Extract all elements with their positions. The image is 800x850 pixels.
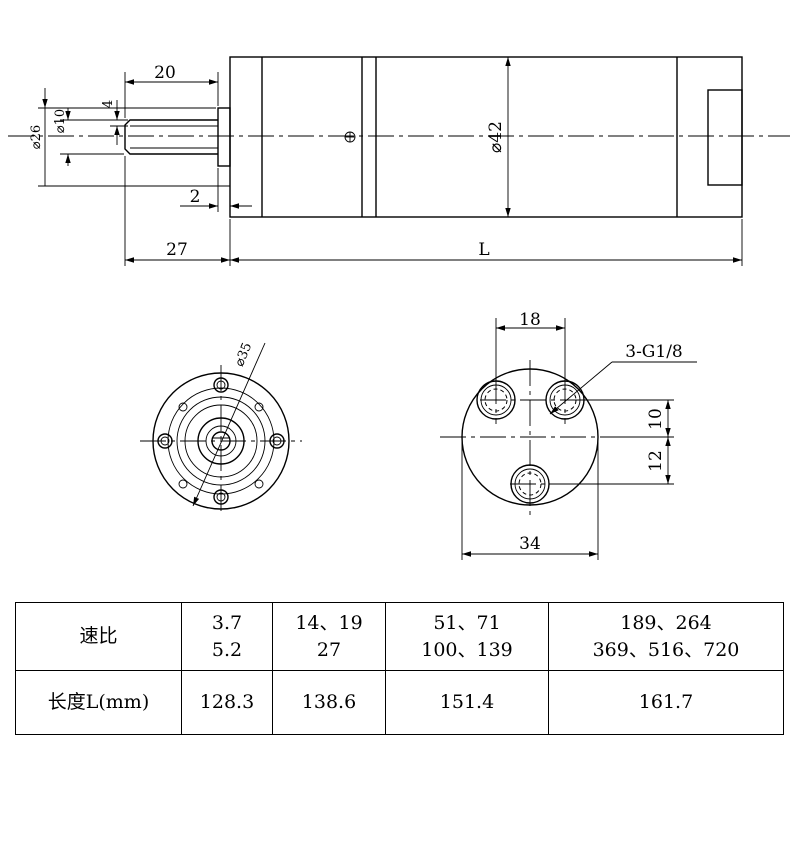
length-cell: 161.7 [548,670,784,735]
dim-shaft-dia: ⌀10 [53,109,68,133]
bolt-circle-leader [192,342,266,507]
rear-terminal-block [707,89,743,186]
diagonal-hole [178,402,188,412]
table-row-ratio: 速比 3.7 5.2 14、19 27 51、71 100、139 189、26… [15,602,784,671]
ratio-cell: 51、71 100、139 [385,602,549,671]
header-ratio: 速比 [15,602,182,671]
diagonal-hole [178,479,188,489]
dim-ports: 3-G1/8 [625,342,683,362]
dim-flat: 4 [101,100,116,108]
ratio-cell: 3.7 5.2 [181,602,273,671]
dim-bolt-circle: ⌀35 [232,341,255,369]
spec-table: 速比 3.7 5.2 14、19 27 51、71 100、139 189、26… [15,602,784,735]
ratio-cell: 14、19 27 [272,602,386,671]
table-row-length: 长度L(mm) 128.3 138.6 151.4 161.7 [15,670,784,735]
pilot-flange [217,107,231,167]
dim-pilot-dia: ⌀26 [29,125,44,149]
length-cell: 138.6 [272,670,386,735]
rear-view: 18 3-G1/8 10 12 34 [440,310,697,560]
side-view: 20 4 ⌀10 ⌀26 2 27 L ⌀42 [8,56,790,266]
dim-body-dia: ⌀42 [486,121,506,153]
dim-front-length: 27 [166,240,188,260]
dim-body-length: L [478,240,489,260]
dim-body-width: 34 [519,534,541,554]
length-cell: 128.3 [181,670,273,735]
length-cell: 151.4 [385,670,549,735]
dim-port-spacing: 18 [519,310,541,330]
dim-offset-upper: 10 [646,408,666,430]
dim-offset-lower: 12 [646,450,666,472]
dim-flange-thickness: 2 [190,187,201,207]
ports-leader [549,361,613,415]
diagonal-hole [254,402,264,412]
front-view: ⌀35 [140,341,302,515]
diagonal-hole [254,479,264,489]
dim-shaft-length: 20 [154,63,176,83]
ratio-cell: 189、264 369、516、720 [548,602,784,671]
output-shaft [124,119,218,155]
header-length: 长度L(mm) [15,670,182,735]
